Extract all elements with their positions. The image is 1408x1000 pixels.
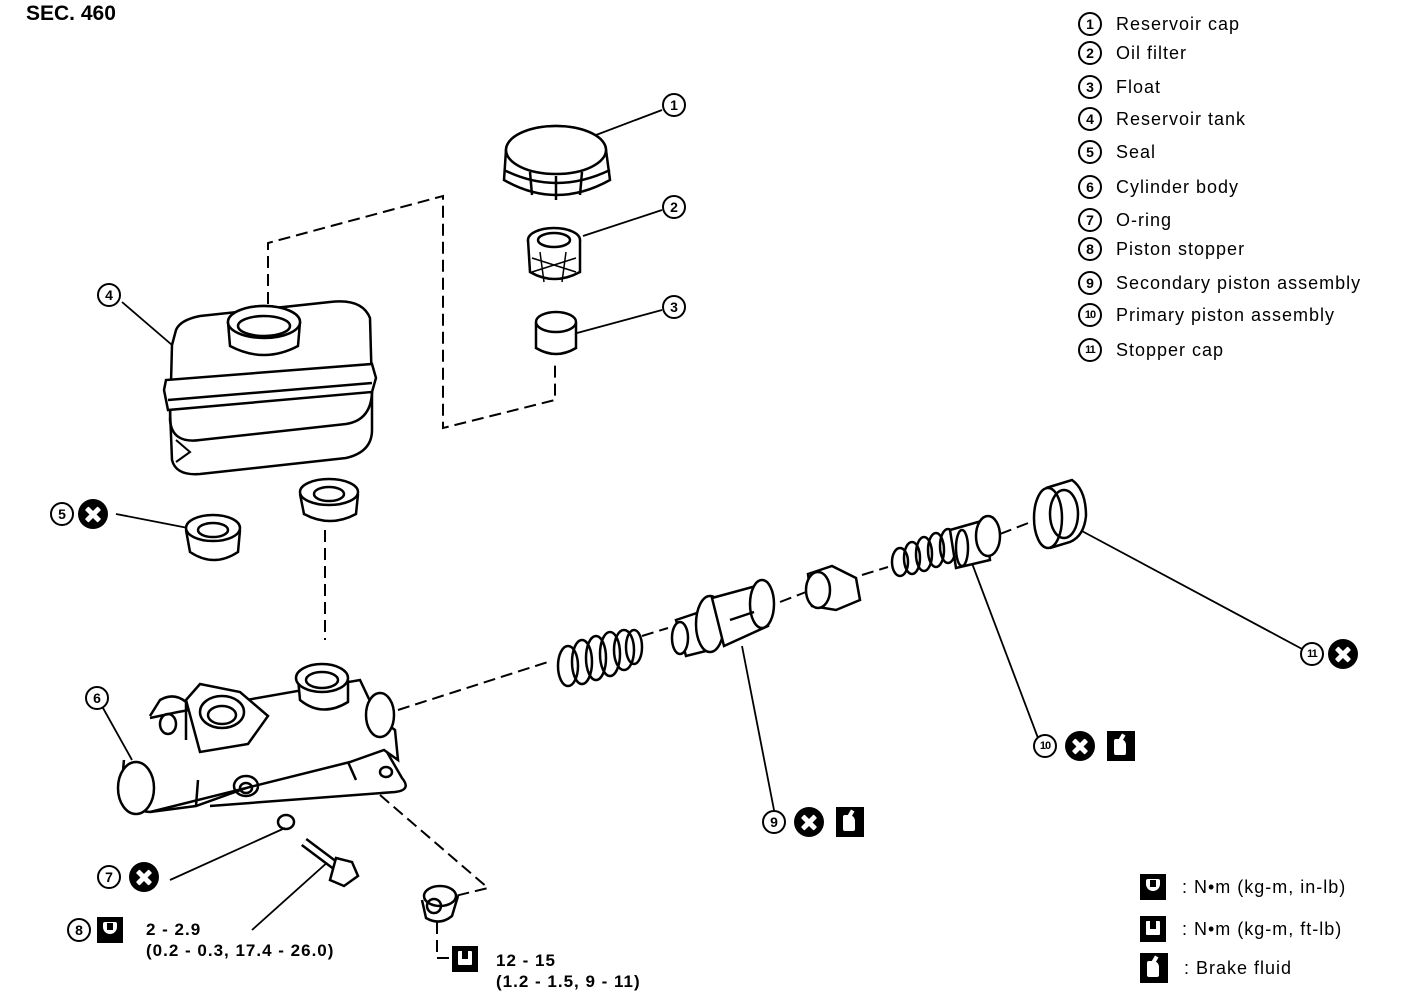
legend-label: Secondary piston assembly xyxy=(1116,272,1362,293)
key-row: : Brake fluid xyxy=(1140,953,1292,983)
callout-piston-stopper: 8 xyxy=(67,917,123,943)
float-part xyxy=(534,310,578,356)
callout-secondary-piston: 9 xyxy=(762,807,864,837)
callout-number: 9 xyxy=(762,810,786,834)
callout-float: 3 xyxy=(662,295,686,319)
callout-number: 10 xyxy=(1078,303,1102,327)
legend-item: 1 Reservoir cap xyxy=(1078,10,1240,38)
callout-number: 1 xyxy=(662,93,686,117)
torque-units: (1.2 - 1.5, 9 - 11) xyxy=(496,972,641,991)
legend-item: 10 Primary piston assembly xyxy=(1078,301,1335,329)
legend-item: 7 O-ring xyxy=(1078,206,1172,234)
legend-item: 3 Float xyxy=(1078,73,1161,101)
piston-stopper-torque: 2 - 2.9 (0.2 - 0.3, 17.4 - 26.0) xyxy=(146,919,334,961)
cylinder-body-part xyxy=(116,662,407,816)
callout-number: 3 xyxy=(1078,75,1102,99)
legend-item: 2 Oil filter xyxy=(1078,39,1187,67)
callout-cylinder-body: 6 xyxy=(85,686,109,710)
callout-number: 6 xyxy=(1078,175,1102,199)
legend-label: Primary piston assembly xyxy=(1116,304,1336,325)
callout-number: 9 xyxy=(1078,271,1102,295)
stopper-cap-part xyxy=(1032,478,1088,550)
callout-o-ring: 7 xyxy=(97,862,159,892)
reservoir-cap-part xyxy=(502,124,612,200)
callout-oil-filter: 2 xyxy=(662,195,686,219)
callout-primary-piston: 10 xyxy=(1033,731,1135,761)
tube-nut-part xyxy=(420,884,460,923)
legend-item: 11 Stopper cap xyxy=(1078,336,1224,364)
legend-label: Seal xyxy=(1116,141,1157,162)
callout-number: 7 xyxy=(97,865,121,889)
key-text: : Brake fluid xyxy=(1184,957,1293,978)
torque-ft-lb-icon xyxy=(1140,916,1166,942)
key-text: : N•m (kg-m, ft-lb) xyxy=(1182,918,1343,939)
section-number: SEC. 460 xyxy=(26,2,116,25)
torque-in-lb-icon xyxy=(1140,874,1166,900)
callout-number: 2 xyxy=(662,195,686,219)
callout-number: 5 xyxy=(1078,140,1102,164)
callout-stopper-cap: 11 xyxy=(1300,639,1358,669)
legend-label: Float xyxy=(1116,76,1162,97)
key-row: : N•m (kg-m, ft-lb) xyxy=(1140,916,1342,942)
replace-part-icon xyxy=(1065,731,1095,761)
torque-ft-lb-icon xyxy=(452,946,478,972)
legend-item: 9 Secondary piston assembly xyxy=(1078,269,1361,297)
callout-number: 10 xyxy=(1033,734,1057,758)
key-row: : N•m (kg-m, in-lb) xyxy=(1140,874,1346,900)
callout-number: 4 xyxy=(97,283,121,307)
legend-label: Oil filter xyxy=(1116,42,1188,63)
callout-number: 11 xyxy=(1300,642,1324,666)
legend-item: 5 Seal xyxy=(1078,138,1156,166)
callout-number: 3 xyxy=(662,295,686,319)
torque-value: 12 - 15 xyxy=(496,951,556,970)
legend-label: Piston stopper xyxy=(1116,238,1246,259)
brake-fluid-icon xyxy=(836,807,864,837)
torque-value: 2 - 2.9 xyxy=(146,920,202,939)
callout-number: 11 xyxy=(1078,338,1102,362)
legend-label: Cylinder body xyxy=(1116,176,1240,197)
callout-number: 1 xyxy=(1078,12,1102,36)
replace-part-icon xyxy=(1328,639,1358,669)
key-text: : N•m (kg-m, in-lb) xyxy=(1182,876,1347,897)
callout-number: 4 xyxy=(1078,107,1102,131)
piston-stopper-part xyxy=(301,838,360,888)
leader-lines xyxy=(102,109,1305,931)
brake-fluid-icon xyxy=(1107,731,1135,761)
legend-label: Reservoir tank xyxy=(1116,108,1247,129)
replace-part-icon xyxy=(78,499,108,529)
callout-number: 2 xyxy=(1078,41,1102,65)
legend-item: 6 Cylinder body xyxy=(1078,173,1239,201)
legend-label: Reservoir cap xyxy=(1116,13,1241,34)
piston-cup-part xyxy=(804,564,862,612)
torque-units: (0.2 - 0.3, 17.4 - 26.0) xyxy=(146,941,335,960)
callout-number: 7 xyxy=(1078,208,1102,232)
legend-label: Stopper cap xyxy=(1116,339,1225,360)
legend-label: O-ring xyxy=(1116,209,1173,230)
torque-in-lb-icon xyxy=(97,917,123,943)
callout-tube-nut-torque xyxy=(452,946,478,972)
callout-number: 6 xyxy=(85,686,109,710)
callout-number: 8 xyxy=(1078,237,1102,261)
callout-number: 8 xyxy=(67,918,91,942)
seal-part xyxy=(184,477,360,562)
legend-item: 4 Reservoir tank xyxy=(1078,105,1246,133)
oil-filter-part xyxy=(526,226,582,283)
replace-part-icon xyxy=(794,807,824,837)
callout-number: 5 xyxy=(50,502,74,526)
reservoir-tank-part xyxy=(162,300,378,476)
callout-reservoir-cap: 1 xyxy=(662,93,686,117)
callout-reservoir-tank: 4 xyxy=(97,283,121,307)
tube-nut-torque: 12 - 15 (1.2 - 1.5, 9 - 11) xyxy=(496,950,641,992)
secondary-spring-part xyxy=(556,628,644,688)
primary-piston-part xyxy=(890,514,1002,578)
legend-item: 8 Piston stopper xyxy=(1078,235,1245,263)
callout-seal: 5 xyxy=(50,499,108,529)
assembly-dash-lines xyxy=(267,194,1037,959)
o-ring-part xyxy=(276,813,296,831)
brake-fluid-icon xyxy=(1140,953,1168,983)
secondary-piston-part xyxy=(670,578,776,658)
replace-part-icon xyxy=(129,862,159,892)
